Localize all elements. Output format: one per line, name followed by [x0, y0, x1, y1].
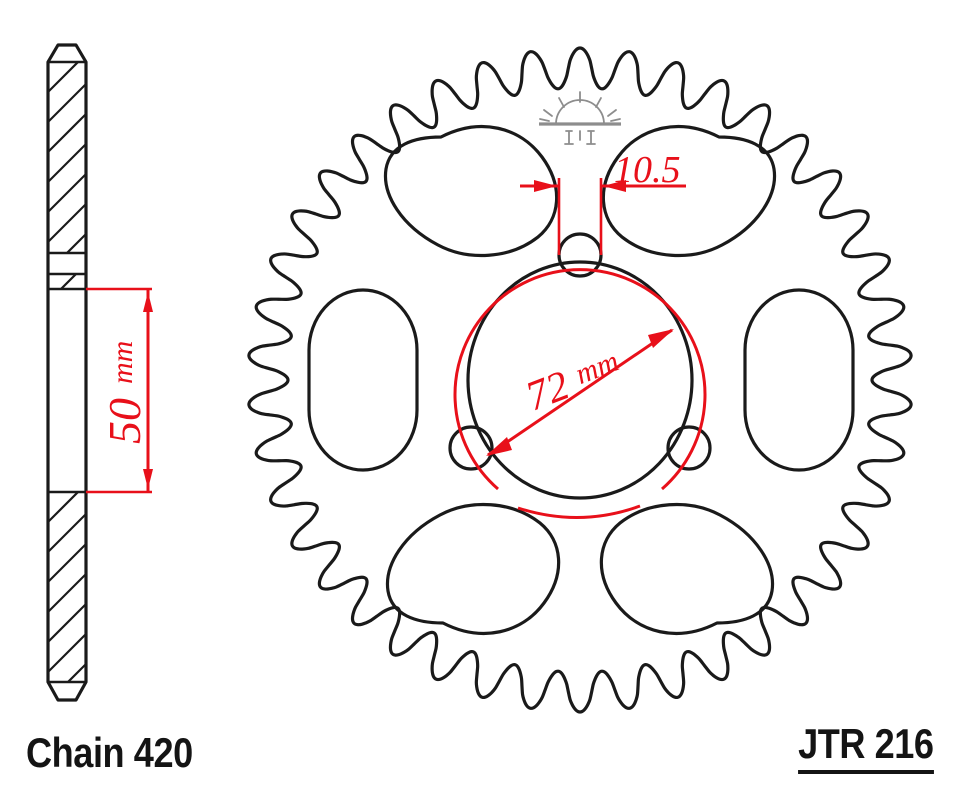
lightening-hole-lower-right [599, 502, 775, 635]
sprocket-teeth-profile [247, 46, 913, 714]
dimension-50mm [86, 287, 153, 494]
dimension-label-72: 72 [520, 362, 576, 420]
dimension-label-72-unit: mm [571, 345, 623, 391]
bolt-circle-arc-segment [517, 504, 641, 519]
jt-sunrise-watermark [539, 91, 621, 145]
sprocket-section-view [46, 43, 153, 702]
lightening-hole-right [743, 288, 855, 472]
dimension-label-50-unit: mm [106, 341, 139, 384]
section-hatch-lower [48, 492, 86, 682]
section-divider-lines [46, 60, 88, 684]
pcd-leader-line [487, 328, 673, 457]
dimension-72mm-pcd [453, 268, 707, 519]
pcd-arrow-upper [648, 329, 674, 348]
lightening-hole-upper-right [601, 125, 777, 258]
lightening-hole-lower-left [385, 502, 561, 635]
bolt-circle-arc [453, 268, 707, 491]
dimension-label-10-5: 10.5 [614, 149, 681, 191]
bolt-hole-lower-right [666, 425, 712, 471]
section-outline [46, 43, 88, 702]
dimension-10-5 [520, 178, 686, 255]
lightening-holes [307, 125, 855, 635]
dimension-label-50mm-group: 50 mm [99, 341, 150, 444]
dimension-label-50: 50 [99, 398, 150, 444]
bolt-hole-lower-left [448, 425, 494, 471]
chain-size-caption: Chain 420 [26, 729, 193, 776]
dimension-label-72mm-group: 72 mm [520, 345, 623, 421]
lightening-hole-left [307, 288, 419, 472]
sprocket-face-view: 10.5 72 mm 50 mm [99, 46, 913, 714]
section-hatch-upper [48, 62, 86, 253]
center-bore [466, 260, 694, 500]
lightening-hole-upper-left [383, 125, 559, 258]
sunrise-icon [539, 91, 621, 145]
part-number-caption: JTR 216 [798, 723, 934, 774]
pcd-arrow-lower [486, 437, 512, 456]
section-hatch-strip [59, 274, 78, 289]
